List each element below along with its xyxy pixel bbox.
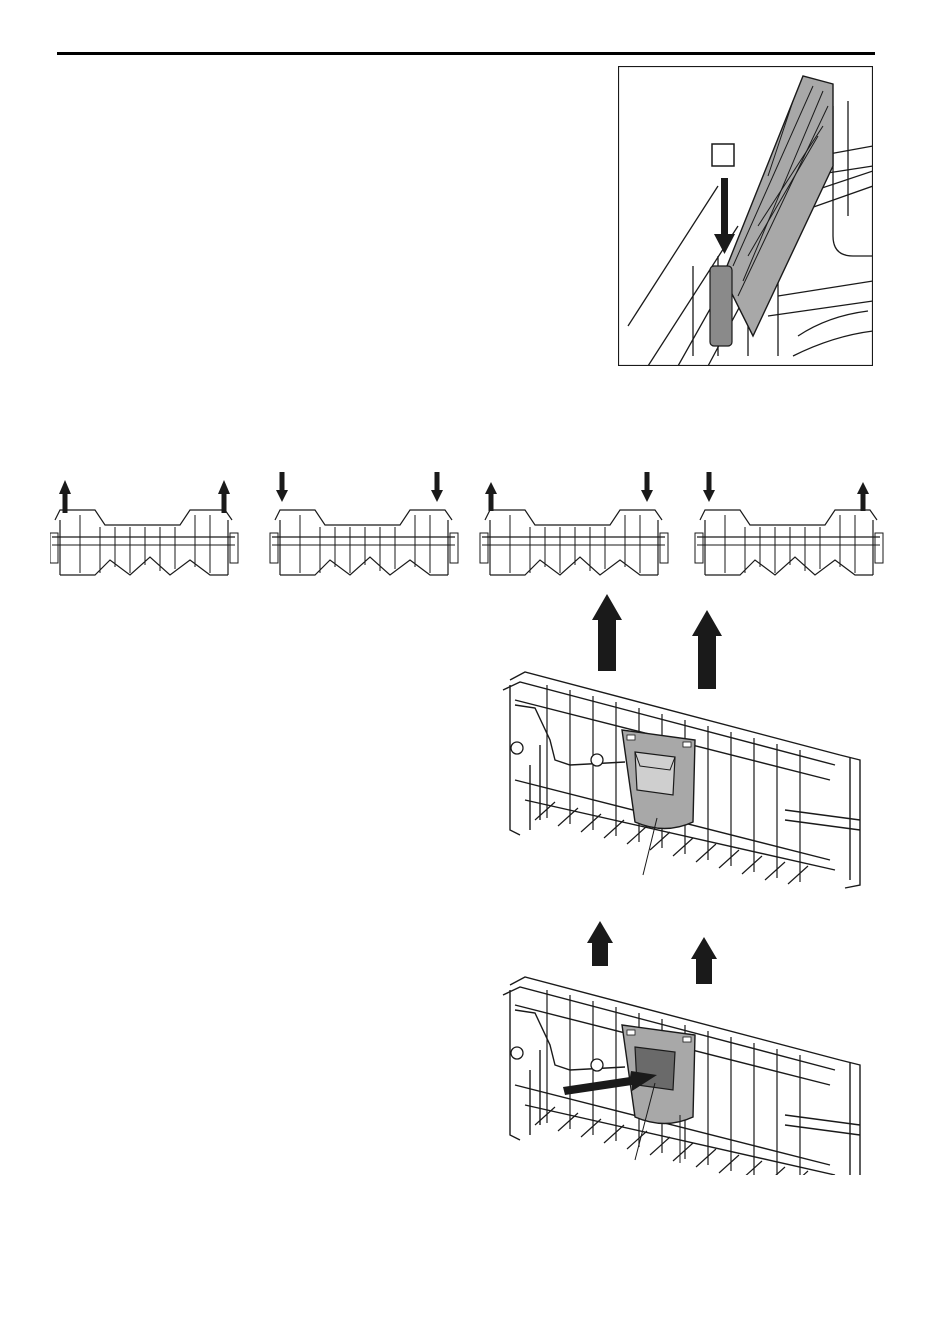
height-positions-strip xyxy=(50,470,890,590)
arrow-down-icon xyxy=(431,472,443,502)
arrow-up-icon xyxy=(692,610,722,689)
arrow-up-icon xyxy=(485,482,497,511)
lift-basket-illustration xyxy=(495,590,875,890)
arrow-up-icon xyxy=(218,480,230,513)
step-marker-box xyxy=(712,144,734,166)
arrow-up-icon xyxy=(691,937,717,984)
fold-tines-illustration xyxy=(618,66,873,366)
height-position-3 xyxy=(480,472,668,575)
height-position-4 xyxy=(695,472,883,575)
fold-tines-figure xyxy=(618,66,873,366)
arrow-up-icon xyxy=(587,921,613,966)
arrow-down-icon xyxy=(703,472,715,502)
header-rule xyxy=(57,52,875,55)
release-lever-illustration xyxy=(495,915,875,1175)
arrow-up-icon xyxy=(857,482,869,511)
arrow-down-icon xyxy=(641,472,653,502)
release-lever-figure xyxy=(495,915,875,1175)
basket-lever xyxy=(622,730,695,829)
arrow-up-icon xyxy=(59,480,71,513)
arrow-up-icon xyxy=(592,594,622,671)
lift-basket-figure xyxy=(495,590,875,890)
height-position-2 xyxy=(270,472,458,575)
height-positions-figure xyxy=(50,470,890,590)
height-position-1 xyxy=(50,480,238,575)
arrow-down-icon xyxy=(276,472,288,502)
